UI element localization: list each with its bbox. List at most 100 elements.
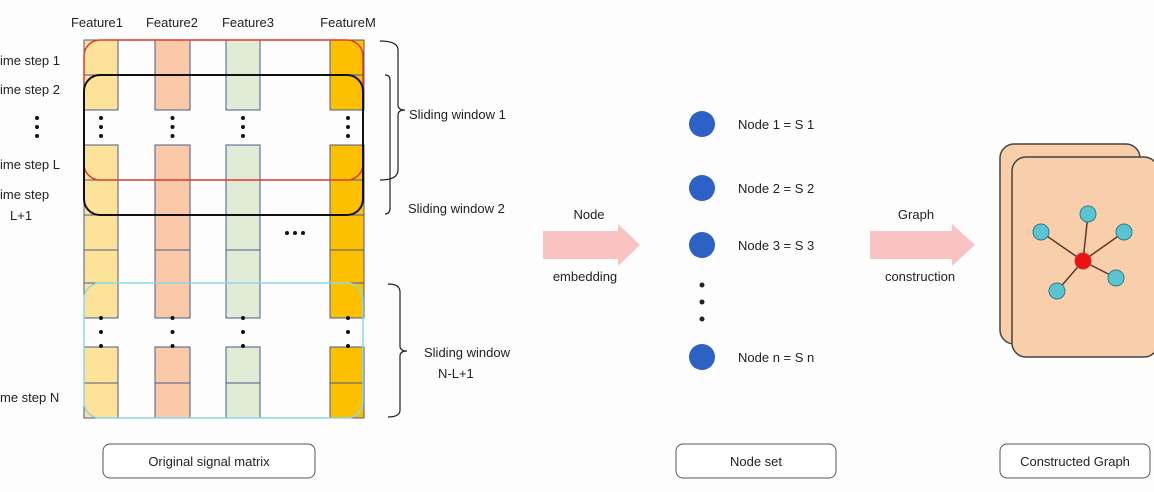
- caption-matrix: Original signal matrix: [148, 454, 270, 469]
- graph-leaf-node: [1079, 205, 1097, 223]
- matrix-ellipsis-dot: [170, 116, 175, 120]
- matrix-ellipsis-dot: [241, 116, 245, 120]
- brace-window-2: [384, 74, 391, 215]
- matrix-ellipsis-dot: [99, 125, 103, 129]
- time-step-1-label: ime step 1: [0, 53, 60, 68]
- sliding-window-1-label: Sliding window 1: [409, 107, 506, 122]
- node-n-dot: [689, 344, 715, 370]
- matrix-ellipsis-dot: [346, 316, 350, 320]
- graph-leaf-node: [1048, 282, 1066, 300]
- matrix-cell: [154, 39, 191, 76]
- caption-box-nodes: [675, 443, 837, 479]
- matrix-cell: [83, 179, 119, 216]
- feature-ellipsis: [285, 231, 305, 235]
- feature-label-3: Feature3: [222, 15, 274, 30]
- node-1-label: Node 1 = S 1: [738, 117, 814, 132]
- matrix-cell: [225, 74, 261, 111]
- brace-window-1: [379, 40, 406, 181]
- matrix-ellipsis-dot: [170, 125, 175, 129]
- matrix-ellipsis-dot: [241, 125, 245, 129]
- matrix-ellipsis-dot: [241, 344, 245, 348]
- matrix-cell: [154, 74, 191, 111]
- node-2-dot: [689, 175, 715, 201]
- node-3-dot: [689, 232, 715, 258]
- time-ellipsis: [35, 116, 39, 138]
- matrix-ellipsis-dot: [99, 116, 103, 120]
- time-step-l-label: ime step L: [0, 157, 60, 172]
- matrix-cell: [154, 249, 191, 284]
- caption-box-graph: [999, 443, 1151, 479]
- sliding-window-n-label-line2: N-L+1: [438, 366, 474, 381]
- matrix-cell: [225, 39, 261, 76]
- matrix-cell: [154, 179, 191, 216]
- matrix-cell: [329, 249, 365, 284]
- time-step-l1-label: ime step: [0, 187, 49, 202]
- matrix-cell: [225, 282, 261, 319]
- matrix-ellipsis-dot: [99, 344, 103, 348]
- matrix-ellipsis-dot: [346, 125, 350, 129]
- brace-window-n: [387, 283, 408, 418]
- matrix-ellipsis-dot: [346, 116, 350, 120]
- node-set: [689, 111, 715, 370]
- matrix-cell: [83, 346, 119, 384]
- graph-leaf-node: [1115, 223, 1133, 241]
- matrix-ellipsis-dot: [99, 316, 103, 320]
- matrix-ellipsis-dot: [241, 330, 245, 334]
- matrix-ellipsis-dot: [170, 344, 175, 348]
- matrix-cell: [329, 282, 365, 319]
- sliding-window-n-outline: [83, 282, 364, 419]
- feature-label-m: FeatureM: [320, 15, 376, 30]
- caption-box-matrix: [102, 443, 316, 479]
- matrix-ellipsis-dot: [346, 330, 350, 334]
- arrow1-label-bottom: embedding: [553, 269, 617, 284]
- arrow1-label-top: Node: [573, 207, 604, 222]
- matrix-cell: [225, 179, 261, 216]
- matrix-cell: [329, 346, 365, 384]
- time-step-2-label: ime step 2: [0, 82, 60, 97]
- sliding-window-2-label: Sliding window 2: [408, 201, 505, 216]
- matrix-cell: [83, 74, 119, 111]
- matrix-cell: [329, 214, 365, 251]
- node-3-label: Node 3 = S 3: [738, 238, 814, 253]
- matrix-ellipsis-dot: [241, 316, 245, 320]
- matrix-ellipsis-dot: [99, 330, 103, 334]
- matrix-cell: [329, 382, 365, 419]
- matrix-ellipsis-dot: [99, 134, 103, 138]
- graph-center-node: [1074, 252, 1092, 270]
- matrix-cell: [225, 382, 261, 419]
- matrix-cell: [83, 214, 119, 251]
- matrix-cell: [154, 382, 191, 419]
- matrix-ellipsis-dot: [241, 134, 245, 138]
- matrix-cell: [225, 249, 261, 284]
- node-embedding-arrow: [543, 224, 640, 266]
- sliding-window-n-label: Sliding window: [424, 345, 511, 360]
- matrix-cell: [225, 346, 261, 384]
- caption-graph: Constructed Graph: [1020, 454, 1130, 469]
- sliding-window-2-outline: [83, 74, 364, 216]
- arrow2-label-top: Graph: [898, 207, 934, 222]
- matrix-ellipsis-dot: [346, 134, 350, 138]
- matrix-ellipsis-dot: [170, 330, 175, 334]
- graph-leaf-node: [1032, 223, 1050, 241]
- matrix-cell: [154, 282, 191, 319]
- matrix-cell: [83, 249, 119, 284]
- graph-leaf-node: [1107, 269, 1125, 287]
- graph-construction-arrow: [870, 224, 975, 266]
- matrix-ellipsis-dot: [170, 316, 175, 320]
- time-step-n-label: me step N: [0, 390, 59, 405]
- matrix-ellipsis-dot: [346, 344, 350, 348]
- feature-label-2: Feature2: [146, 15, 198, 30]
- matrix-cell: [225, 144, 261, 181]
- matrix-cell: [225, 214, 261, 251]
- node-n-label: Node n = S n: [738, 350, 814, 365]
- arrow2-label-bottom: construction: [885, 269, 955, 284]
- node-ellipsis: [699, 282, 705, 322]
- feature-label-1: Feature1: [71, 15, 123, 30]
- matrix-ellipsis-dot: [170, 134, 175, 138]
- node-1-dot: [689, 111, 715, 137]
- matrix-cell: [154, 144, 191, 181]
- sliding-window-1-outline: [83, 39, 364, 181]
- time-step-l1-label-line2: L+1: [10, 208, 32, 223]
